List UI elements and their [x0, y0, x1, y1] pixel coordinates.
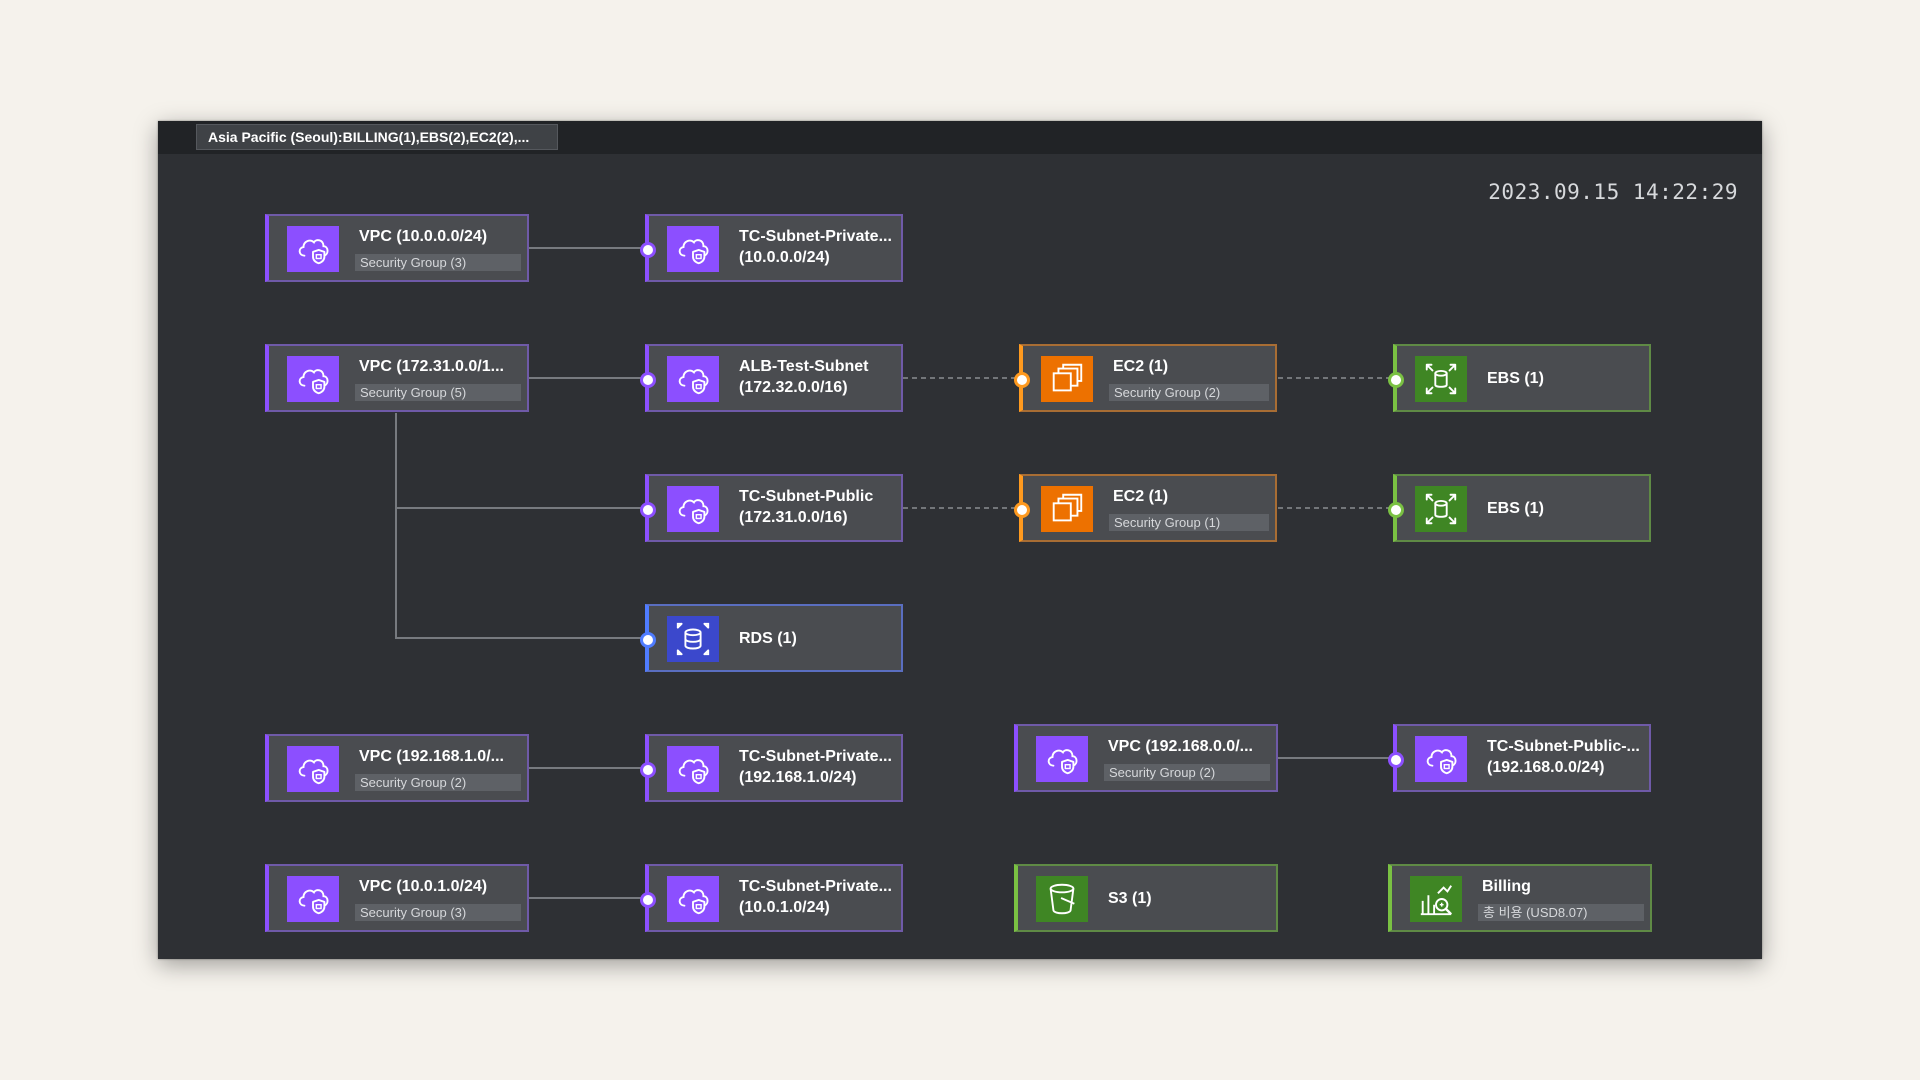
connector-port [640, 632, 656, 648]
topology-canvas: Asia Pacific (Seoul):BILLING(1),EBS(2),E… [158, 121, 1762, 959]
connector-port [1014, 502, 1030, 518]
node-security-group: Security Group (2) [355, 774, 521, 791]
node-cidr: (172.32.0.0/16) [739, 379, 848, 396]
node-subnet-4[interactable]: TC-Subnet-Private... (192.168.1.0/24) [640, 734, 903, 802]
node-title: VPC (192.168.1.0/... [359, 748, 504, 765]
node-ebs-2[interactable]: EBS (1) [1388, 474, 1651, 542]
connector-port [640, 502, 656, 518]
ebs-volume-icon [1415, 486, 1467, 532]
node-title: TC-Subnet-Private... [739, 878, 892, 895]
node-title: TC-Subnet-Private... [739, 748, 892, 765]
rds-database-icon [667, 616, 719, 662]
vpc-cloud-icon [287, 876, 339, 922]
node-title: ALB-Test-Subnet [739, 358, 869, 375]
node-security-group: Security Group (5) [355, 384, 521, 401]
node-security-group: Security Group (3) [355, 254, 521, 271]
node-security-group: Security Group (3) [355, 904, 521, 921]
node-title: RDS (1) [739, 630, 797, 647]
node-title: EC2 (1) [1113, 358, 1169, 375]
node-title: S3 (1) [1108, 890, 1152, 907]
node-cidr: (192.168.1.0/24) [739, 769, 857, 786]
node-security-group: Security Group (2) [1104, 764, 1270, 781]
link-vpc2-rds [395, 508, 648, 639]
node-vpc-5[interactable]: VPC (10.0.1.0/24) Security Group (3) [265, 864, 529, 932]
node-rds[interactable]: RDS (1) [640, 604, 903, 672]
node-billing[interactable]: Billing 총 비용 (USD8.07) [1388, 864, 1652, 932]
node-title: VPC (10.0.0.0/24) [359, 228, 488, 245]
connector-port [1388, 752, 1404, 768]
vpc-cloud-icon [287, 226, 339, 272]
node-title: TC-Subnet-Public-... [1487, 738, 1640, 755]
node-subnet-2[interactable]: ALB-Test-Subnet (172.32.0.0/16) [640, 344, 903, 412]
node-title: TC-Subnet-Public [739, 488, 874, 505]
top-bar: Asia Pacific (Seoul):BILLING(1),EBS(2),E… [158, 121, 1762, 154]
timestamp: 2023.09.15 14:22:29 [1488, 180, 1738, 204]
vpc-cloud-icon [667, 486, 719, 532]
node-security-group: Security Group (1) [1109, 514, 1269, 531]
connector-port [1388, 502, 1404, 518]
connector-port [640, 242, 656, 258]
connector-port [640, 372, 656, 388]
region-tab[interactable]: Asia Pacific (Seoul):BILLING(1),EBS(2),E… [196, 124, 558, 150]
node-subnet-1[interactable]: TC-Subnet-Private... (10.0.0.0/24) [640, 214, 903, 282]
node-title: Billing [1482, 878, 1531, 895]
connector-port [640, 762, 656, 778]
node-cidr: (10.0.0.0/24) [739, 249, 830, 266]
node-cidr: (192.168.0.0/24) [1487, 759, 1605, 776]
node-title: EBS (1) [1487, 370, 1544, 387]
billing-total-cost: 총 비용 (USD8.07) [1478, 904, 1644, 921]
node-title: EC2 (1) [1113, 488, 1169, 505]
node-vpc-4[interactable]: VPC (192.168.0.0/... Security Group (2) [1014, 724, 1278, 792]
node-title: VPC (172.31.0.0/1... [359, 358, 504, 375]
node-subnet-3[interactable]: TC-Subnet-Public (172.31.0.0/16) [640, 474, 903, 542]
connection-lines [395, 247, 1398, 899]
node-title: EBS (1) [1487, 500, 1544, 517]
link-vpc2-subnet3 [395, 413, 648, 509]
node-subnet-6[interactable]: TC-Subnet-Private... (10.0.1.0/24) [640, 864, 903, 932]
vpc-cloud-icon [1415, 736, 1467, 782]
node-subnet-5[interactable]: TC-Subnet-Public-... (192.168.0.0/24) [1388, 724, 1651, 792]
ec2-instances-icon [1041, 486, 1093, 532]
node-ec2-a[interactable]: EC2 (1) Security Group (2) [1014, 344, 1277, 412]
node-vpc-3[interactable]: VPC (192.168.1.0/... Security Group (2) [265, 734, 529, 802]
connector-port [1014, 372, 1030, 388]
node-vpc-2[interactable]: VPC (172.31.0.0/1... Security Group (5) [265, 344, 529, 412]
vpc-cloud-icon [667, 876, 719, 922]
vpc-cloud-icon [287, 356, 339, 402]
node-security-group: Security Group (2) [1109, 384, 1269, 401]
ebs-volume-icon [1415, 356, 1467, 402]
node-vpc-1[interactable]: VPC (10.0.0.0/24) Security Group (3) [265, 214, 529, 282]
vpc-cloud-icon [667, 746, 719, 792]
node-ec2-b[interactable]: EC2 (1) Security Group (1) [1014, 474, 1277, 542]
node-title: VPC (10.0.1.0/24) [359, 878, 488, 895]
vpc-cloud-icon [667, 226, 719, 272]
billing-cost-icon [1410, 876, 1462, 922]
node-title: TC-Subnet-Private... [739, 228, 892, 245]
ec2-instances-icon [1041, 356, 1093, 402]
vpc-cloud-icon [287, 746, 339, 792]
connector-port [640, 892, 656, 908]
node-cidr: (10.0.1.0/24) [739, 899, 830, 916]
vpc-cloud-icon [1036, 736, 1088, 782]
node-ebs-1[interactable]: EBS (1) [1388, 344, 1651, 412]
connector-port [1388, 372, 1404, 388]
node-title: VPC (192.168.0.0/... [1108, 738, 1253, 755]
node-cidr: (172.31.0.0/16) [739, 509, 848, 526]
node-s3[interactable]: S3 (1) [1014, 864, 1278, 932]
s3-bucket-icon [1036, 876, 1088, 922]
vpc-cloud-icon [667, 356, 719, 402]
